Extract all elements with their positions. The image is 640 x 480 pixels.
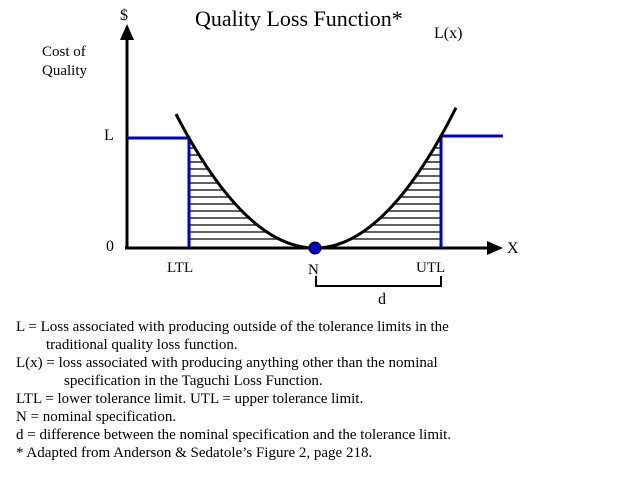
legend-line: d = difference between the nominal speci…	[16, 427, 452, 443]
ltl-label: LTL	[167, 260, 193, 276]
y-axis-label-line1: Cost of	[42, 44, 86, 60]
difference-label: d	[378, 291, 386, 308]
taguchi-loss-curve	[174, 107, 458, 250]
y-tick-L-label: L	[104, 127, 114, 144]
legend-line: L = Loss associated with producing outsi…	[16, 319, 449, 335]
y-axis-symbol: $	[120, 7, 128, 24]
legend-line: specification in the Taguchi Loss Functi…	[64, 373, 323, 389]
x-axis-arrowhead	[487, 241, 503, 255]
curve-label: L(x)	[434, 25, 462, 42]
diagram-title: Quality Loss Function*	[195, 6, 403, 31]
difference-bracket	[315, 276, 442, 287]
y-axis-label-line2: Quality	[42, 63, 87, 79]
y-tick-0-label: 0	[106, 238, 114, 255]
legend-line: * Adapted from Anderson & Sedatole’s Fig…	[16, 445, 373, 461]
y-axis-arrowhead	[120, 24, 134, 40]
legend-line: L(x) = loss associated with producing an…	[16, 355, 438, 371]
traditional-loss-step-left	[127, 136, 191, 248]
quality-loss-diagram: Quality Loss Function* L(x) $ Cost of Qu…	[42, 6, 519, 308]
nominal-label: N	[308, 262, 319, 278]
utl-label: UTL	[416, 260, 445, 276]
legend-line: N = nominal specification.	[16, 409, 177, 425]
hatched-loss-area	[189, 147, 441, 240]
x-axis-label: X	[507, 240, 519, 257]
nominal-point	[308, 241, 322, 255]
definitions-legend: L = Loss associated with producing outsi…	[16, 318, 636, 462]
traditional-loss-step-right	[439, 134, 503, 248]
legend-line: LTL = lower tolerance limit. UTL = upper…	[16, 391, 364, 407]
legend-line: traditional quality loss function.	[46, 337, 238, 353]
